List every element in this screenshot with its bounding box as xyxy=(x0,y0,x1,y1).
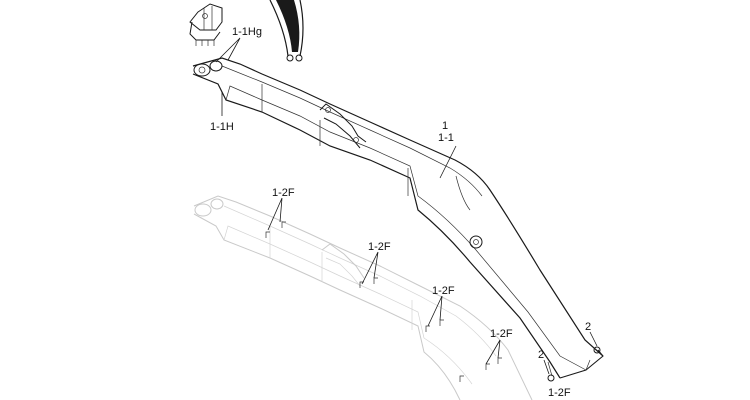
label-part-1: 1 xyxy=(442,120,448,132)
label-1-2f-c: 1-2F xyxy=(432,285,455,297)
label-1-1hg: 1-1Hg xyxy=(232,26,262,38)
arm-segment-icon xyxy=(269,0,304,62)
label-1-2f-a: 1-2F xyxy=(272,187,295,199)
label-1-1h: 1-1H xyxy=(210,121,234,133)
bucket-icon xyxy=(189,3,223,46)
label-2-left: 2 xyxy=(538,349,544,361)
label-part-1-1: 1-1 xyxy=(438,132,454,144)
label-1-2f-b: 1-2F xyxy=(368,241,391,253)
main-boom xyxy=(192,57,604,382)
boom-ghost-view xyxy=(193,195,533,400)
label-2-right: 2 xyxy=(585,321,591,333)
label-1-2f-e: 1-2F xyxy=(548,387,571,399)
label-1-2f-d: 1-2F xyxy=(490,328,513,340)
leader-lines xyxy=(215,37,598,375)
